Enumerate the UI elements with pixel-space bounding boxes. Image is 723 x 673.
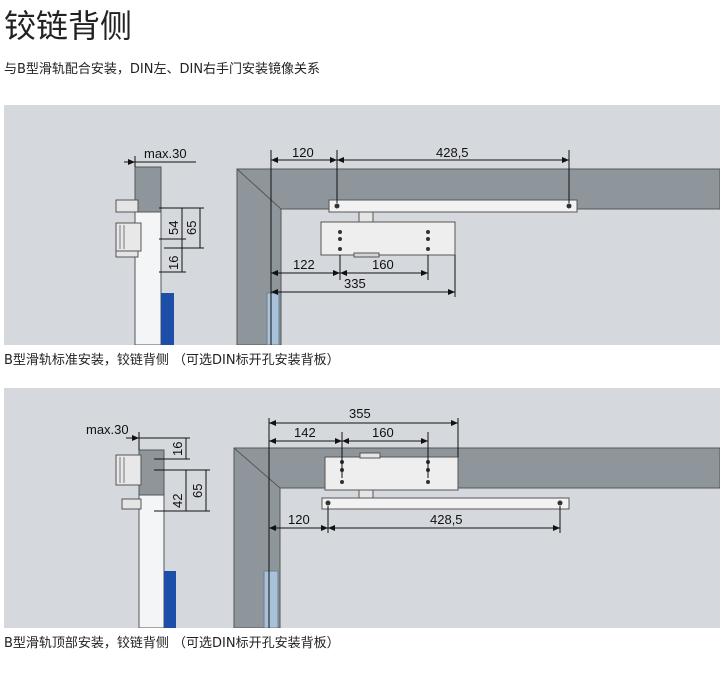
page-subtitle: 与B型滑轨配合安装，DIN左、DIN右手门安装镜像关系 xyxy=(4,62,321,77)
dim-max30: max.30 xyxy=(86,422,129,437)
dim-355: 355 xyxy=(349,406,371,421)
dim-122: 122 xyxy=(293,257,315,272)
dim-142: 142 xyxy=(294,425,316,440)
caption-standard-mount: B型滑轨标准安装，铰链背侧 （可选DIN标开孔安装背板） xyxy=(4,353,340,368)
front-view: 355 142 160 120 428,5 xyxy=(233,406,721,629)
rail xyxy=(328,199,578,213)
dim-428-5: 428,5 xyxy=(436,145,469,160)
dim-16: 16 xyxy=(170,442,185,456)
front-view: 120 428,5 122 160 335 xyxy=(236,145,721,346)
rail xyxy=(321,497,570,510)
light-blue-part xyxy=(263,570,279,629)
dim-335: 335 xyxy=(344,276,366,291)
dim-65: 65 xyxy=(190,484,205,498)
diagram-top-svg: max.30 16 65 42 xyxy=(86,406,721,629)
diagram-standard-svg: max.30 54 65 16 xyxy=(115,145,721,346)
side-view: max.30 16 65 42 xyxy=(86,422,210,629)
blue-part xyxy=(164,571,176,628)
dim-42: 42 xyxy=(170,494,185,508)
dim-max30: max.30 xyxy=(144,146,187,161)
dim-428-5: 428,5 xyxy=(430,512,463,527)
side-view: max.30 54 65 16 xyxy=(115,146,204,346)
dim-120: 120 xyxy=(292,145,314,160)
dim-16: 16 xyxy=(166,256,181,270)
dim-54: 54 xyxy=(166,221,181,235)
dim-160: 160 xyxy=(372,257,394,272)
diagram-top-mount: max.30 16 65 42 xyxy=(4,388,721,629)
closer-body xyxy=(324,456,459,491)
light-blue-part xyxy=(266,292,280,346)
caption-top-mount: B型滑轨顶部安装，铰链背侧 （可选DIN标开孔安装背板） xyxy=(4,636,340,651)
diagram-standard-mount: max.30 54 65 16 xyxy=(4,105,721,346)
closer-body xyxy=(320,221,456,256)
dim-65: 65 xyxy=(184,221,199,235)
page-title: 铰链背侧 xyxy=(4,7,133,45)
blue-part xyxy=(161,293,174,345)
dim-160: 160 xyxy=(372,425,394,440)
dim-120: 120 xyxy=(288,512,310,527)
